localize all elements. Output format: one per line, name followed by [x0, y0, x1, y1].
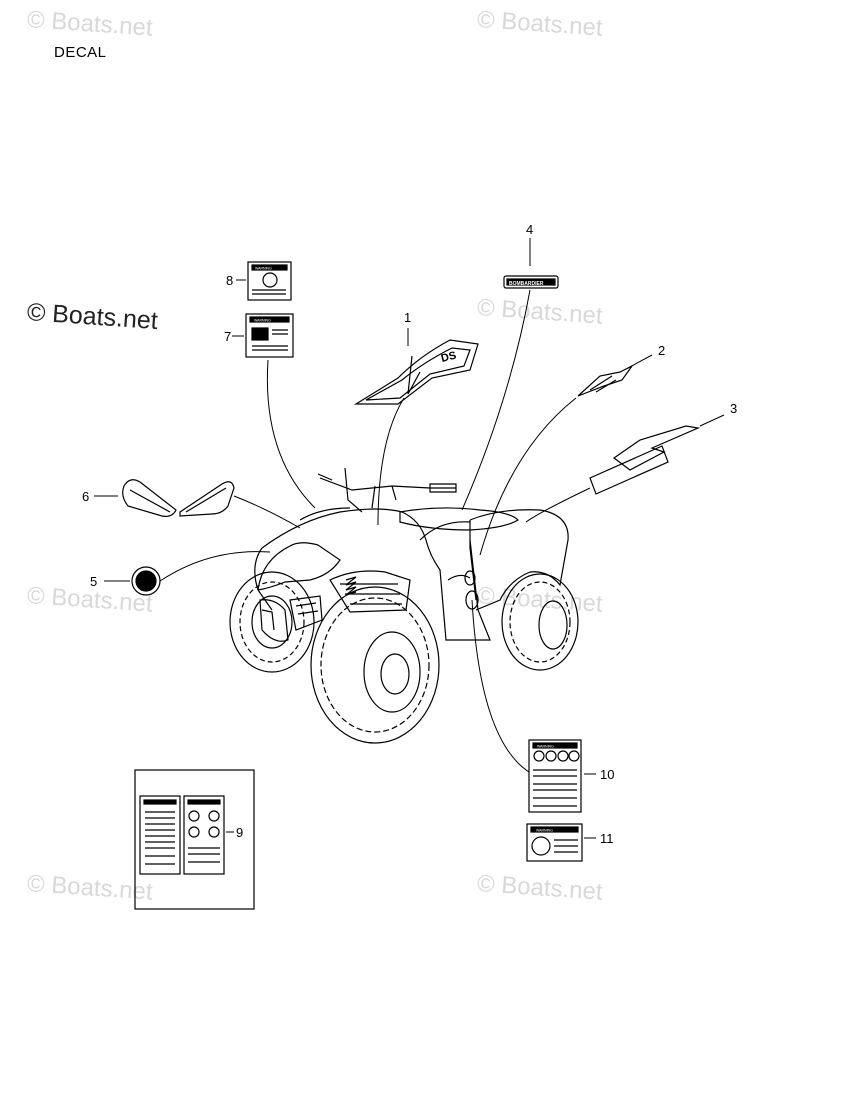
front-left-wheel: [229, 571, 315, 673]
callout-7: 7: [224, 329, 231, 344]
rear-right-wheel: [501, 573, 579, 671]
engine: [329, 570, 411, 613]
front-headlight: [259, 599, 289, 642]
decal-11-warning-label: [526, 823, 583, 862]
callout-1: 1: [404, 310, 411, 325]
front-fender: [261, 508, 491, 641]
decal-3-lettering: BOMBARDIER: [597, 466, 644, 492]
atv-illustration: [229, 467, 579, 744]
decal-8-lettering: WARNING: [255, 267, 272, 271]
decal-10-lettering: WARNING: [537, 745, 554, 749]
decal-7-warning-label: [245, 313, 294, 358]
callout-3: 3: [730, 401, 737, 416]
front-right-wheel: [310, 586, 440, 744]
decal-1-lettering: DS: [440, 350, 458, 365]
callout-2: 2: [658, 343, 665, 358]
seat: [399, 507, 519, 531]
callout-6: 6: [82, 489, 89, 504]
decal-5-round-emblem: [131, 566, 161, 596]
hood: [257, 542, 341, 591]
decal-11-lettering: WARNING: [536, 829, 553, 833]
leader-lines: [94, 238, 725, 839]
callout-8: 8: [226, 273, 233, 288]
callout-10: 10: [600, 767, 614, 782]
decal-7-lettering: WARNING: [254, 319, 271, 323]
callout-11: 11: [600, 831, 614, 846]
decal-1-ds-badge: [353, 339, 479, 405]
callout-4: 4: [526, 222, 533, 237]
decal-9-label-set: [134, 769, 255, 910]
page-title: DECAL: [54, 44, 107, 61]
decal-4-lettering: BOMBARDIER: [509, 281, 544, 287]
decal-6-headlight-surrounds: [122, 479, 235, 517]
callout-5: 5: [90, 574, 97, 589]
decal-10-warning-label: [528, 739, 582, 813]
rear-fender: [469, 509, 569, 611]
decal-2-arrow: [577, 365, 633, 397]
callout-9: 9: [236, 825, 243, 840]
decal-8-warning-label: [247, 261, 292, 301]
suspension-spring: [345, 576, 357, 596]
decal-3-brand-lightning: [589, 425, 701, 495]
decal-4-rect-badge: [503, 275, 559, 289]
